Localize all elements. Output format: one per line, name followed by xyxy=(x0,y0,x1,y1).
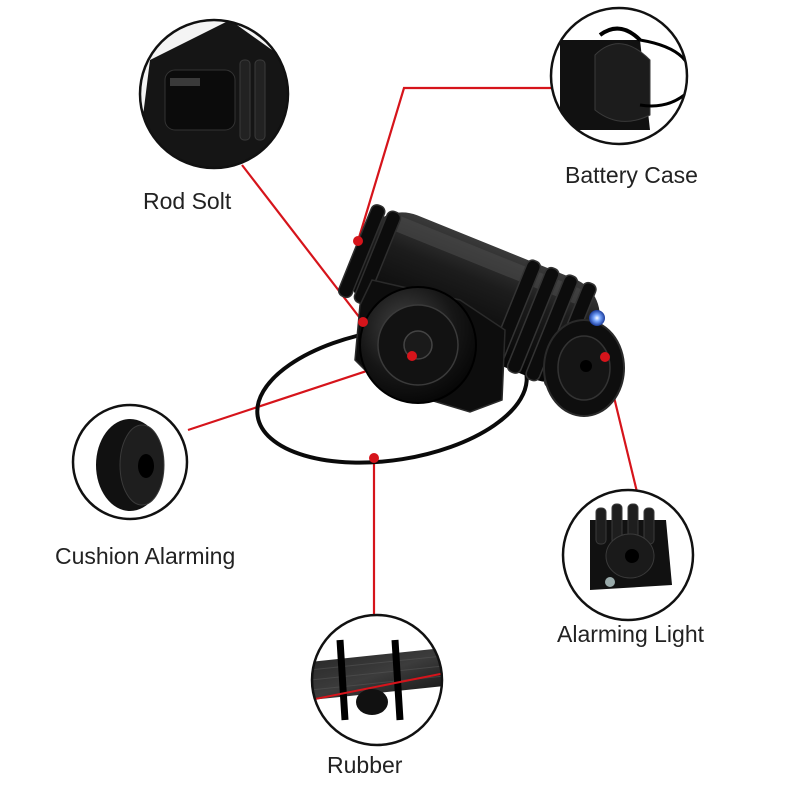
label-battery-case: Battery Case xyxy=(565,162,698,188)
led-light xyxy=(589,310,605,326)
battery-case-closeup-icon xyxy=(549,6,689,146)
leader-line-rod-slot xyxy=(241,164,364,323)
alarm-body xyxy=(351,212,600,383)
rod-slot-closeup-icon xyxy=(138,18,290,170)
label-rod-slot: Rod Solt xyxy=(143,188,232,214)
anchor-dot-light xyxy=(600,352,610,362)
label-alarming-light: Alarming Light xyxy=(557,621,705,647)
bite-alarm-product xyxy=(255,204,625,465)
anchor-dot-cushion xyxy=(407,351,417,361)
rubber-band-closeup-icon xyxy=(310,613,444,747)
cushion-closeup-icon xyxy=(71,403,189,521)
label-cushion-alarming: Cushion Alarming xyxy=(55,543,236,569)
anchor-dot-rubber xyxy=(369,453,379,463)
anchor-dot-battery-case xyxy=(353,236,363,246)
anchor-dot-rod-slot xyxy=(358,317,368,327)
alarming-light-closeup-icon xyxy=(561,488,695,622)
label-rubber: Rubber xyxy=(327,752,403,778)
leader-line-battery-case xyxy=(356,86,558,242)
anchor-dots xyxy=(353,236,610,463)
